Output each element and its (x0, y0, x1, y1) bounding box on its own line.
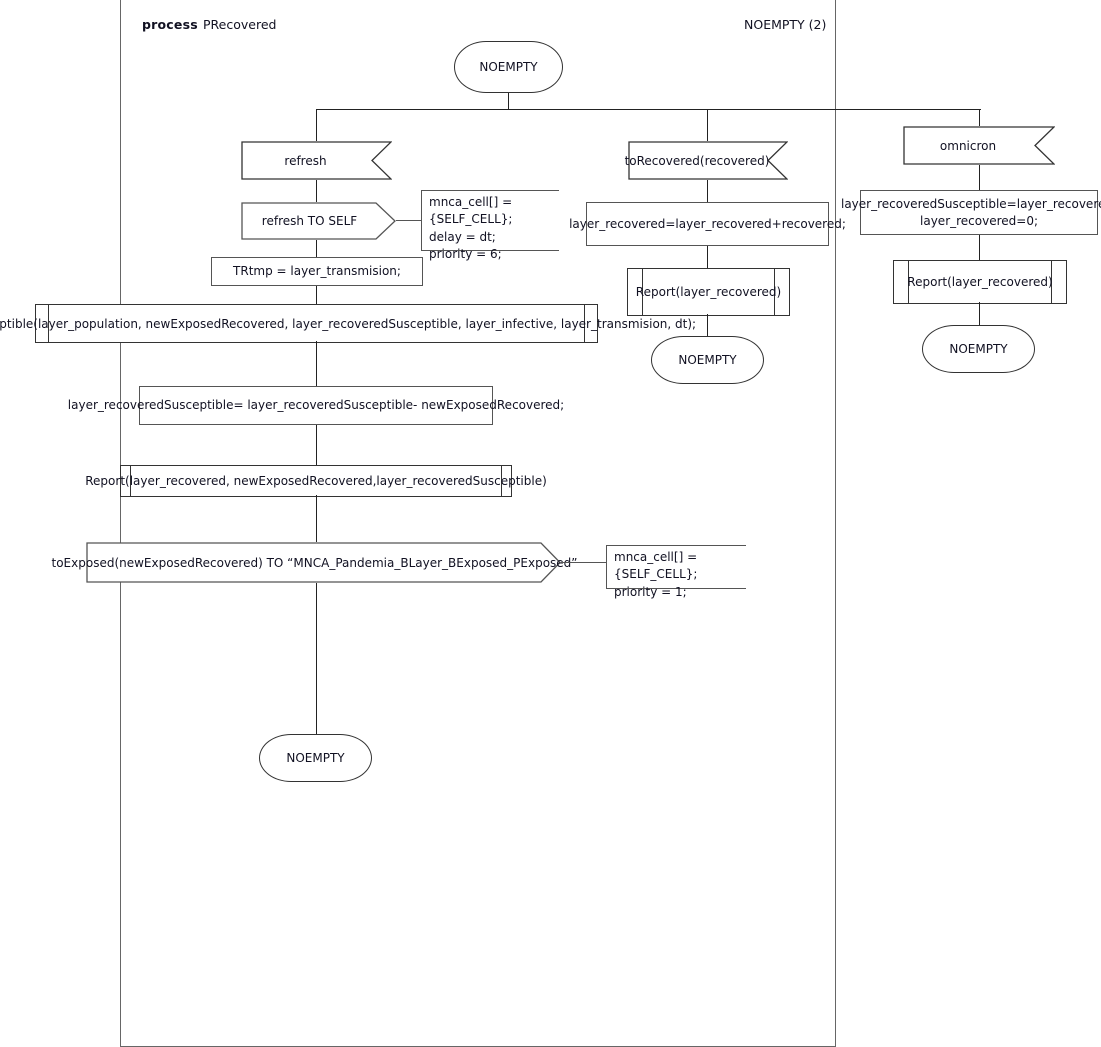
process-name: PRecovered (203, 17, 277, 32)
task-label: layer_recovered=layer_recovered+recovere… (569, 216, 846, 231)
procedure-bar-right (583, 305, 585, 342)
comment-connector (396, 220, 421, 222)
flow-line (316, 583, 318, 734)
task-trtmp[interactable]: TRtmp = layer_transmision; (211, 257, 423, 286)
input-signal-label: omnicron (939, 138, 997, 153)
procedure-bar-right (500, 466, 502, 496)
flow-line (707, 109, 709, 141)
end-state-label: NOEMPTY (286, 751, 345, 765)
procedure-bar-left (48, 305, 50, 342)
input-signal-torecovered[interactable]: toRecovered(recovered) (624, 141, 789, 180)
flow-line (979, 302, 981, 325)
input-signal-omnicron[interactable]: omnicron (903, 126, 1056, 165)
procedure-bar-right (773, 269, 775, 315)
output-signal-label: refresh TO SELF (261, 214, 358, 228)
output-signal-label: toExposed(newExposedRecovered) TO “MNCA_… (51, 555, 578, 570)
task-label: layer_recoveredSusceptible=layer_recover… (840, 197, 1101, 228)
procedure-call-label: Report(layer_recovered) (907, 275, 1053, 289)
task-layer-recovered-susceptible[interactable]: layer_recoveredSusceptible= layer_recove… (68, 386, 564, 425)
input-signal-shape (241, 141, 393, 180)
flow-line (316, 240, 318, 257)
procedure-call-label: Report(layer_recovered, newExposedRecove… (85, 474, 547, 488)
procedure-bar-left (642, 269, 644, 315)
input-signal-label: toRecovered(recovered) (624, 153, 770, 168)
task-layer-recovered-accum[interactable]: layer_recovered=layer_recovered+recovere… (569, 202, 846, 246)
input-signal-shape (628, 141, 789, 180)
flow-line (316, 180, 318, 202)
procedure-call-label: Report(layer_recovered) (635, 285, 782, 299)
flow-line (707, 180, 709, 202)
end-state-noempty-right[interactable]: NOEMPTY (922, 325, 1035, 373)
end-state-noempty-middle[interactable]: NOEMPTY (651, 336, 764, 384)
flow-line (316, 495, 318, 542)
comment-refresh-to-self: mnca_cell[] = {SELF_CELL}; delay = dt; p… (421, 190, 559, 261)
procedure-call-label: numSusceptible(layer_population, newExpo… (0, 316, 697, 331)
flow-line (979, 109, 981, 126)
procedure-bar-right (1050, 261, 1052, 303)
flow-line (979, 235, 981, 260)
comment-toexposed: mnca_cell[] = {SELF_CELL}; priority = 1; (606, 545, 746, 599)
procedure-call-report-left[interactable]: Report(layer_recovered, newExposedRecove… (85, 465, 547, 497)
input-signal-refresh[interactable]: refresh (241, 141, 393, 180)
flow-line (707, 314, 709, 336)
procedure-bar-left (908, 261, 910, 303)
output-signal-toexposed[interactable]: toExposed(newExposedRecovered) TO “MNCA_… (52, 542, 578, 583)
flow-line (316, 286, 318, 304)
input-signal-label: refresh (284, 153, 327, 168)
end-state-label: NOEMPTY (678, 353, 737, 367)
output-signal-shape (86, 542, 561, 583)
end-state-label: NOEMPTY (949, 342, 1008, 356)
flow-line (316, 109, 318, 141)
page-label: NOEMPTY (2) (744, 17, 827, 32)
process-keyword: process (142, 17, 198, 32)
flow-line (316, 425, 318, 465)
end-state-noempty-left[interactable]: NOEMPTY (259, 734, 372, 782)
output-signal-shape (241, 202, 396, 240)
branch-bus-line (316, 109, 981, 111)
flow-line (316, 341, 318, 386)
task-label: TRtmp = layer_transmision; (233, 264, 401, 279)
output-signal-refresh-to-self[interactable]: refresh TO SELF (241, 202, 396, 240)
task-omnicron-reset[interactable]: layer_recoveredSusceptible=layer_recover… (841, 190, 1101, 235)
comment-connector (561, 562, 606, 564)
flow-line (979, 165, 981, 190)
procedure-call-report-right[interactable]: Report(layer_recovered) (893, 260, 1067, 304)
procedure-bar-left (130, 466, 132, 496)
procedure-call-report-middle[interactable]: Report(layer_recovered) (627, 268, 790, 316)
flow-line (508, 93, 510, 110)
flow-line (707, 246, 709, 268)
input-signal-shape (903, 126, 1056, 165)
start-state-noempty[interactable]: NOEMPTY (454, 41, 563, 93)
start-state-label: NOEMPTY (479, 60, 538, 74)
task-label: layer_recoveredSusceptible= layer_recove… (67, 398, 565, 413)
procedure-call-numsusceptible[interactable]: numSusceptible(layer_population, newExpo… (0, 304, 696, 343)
